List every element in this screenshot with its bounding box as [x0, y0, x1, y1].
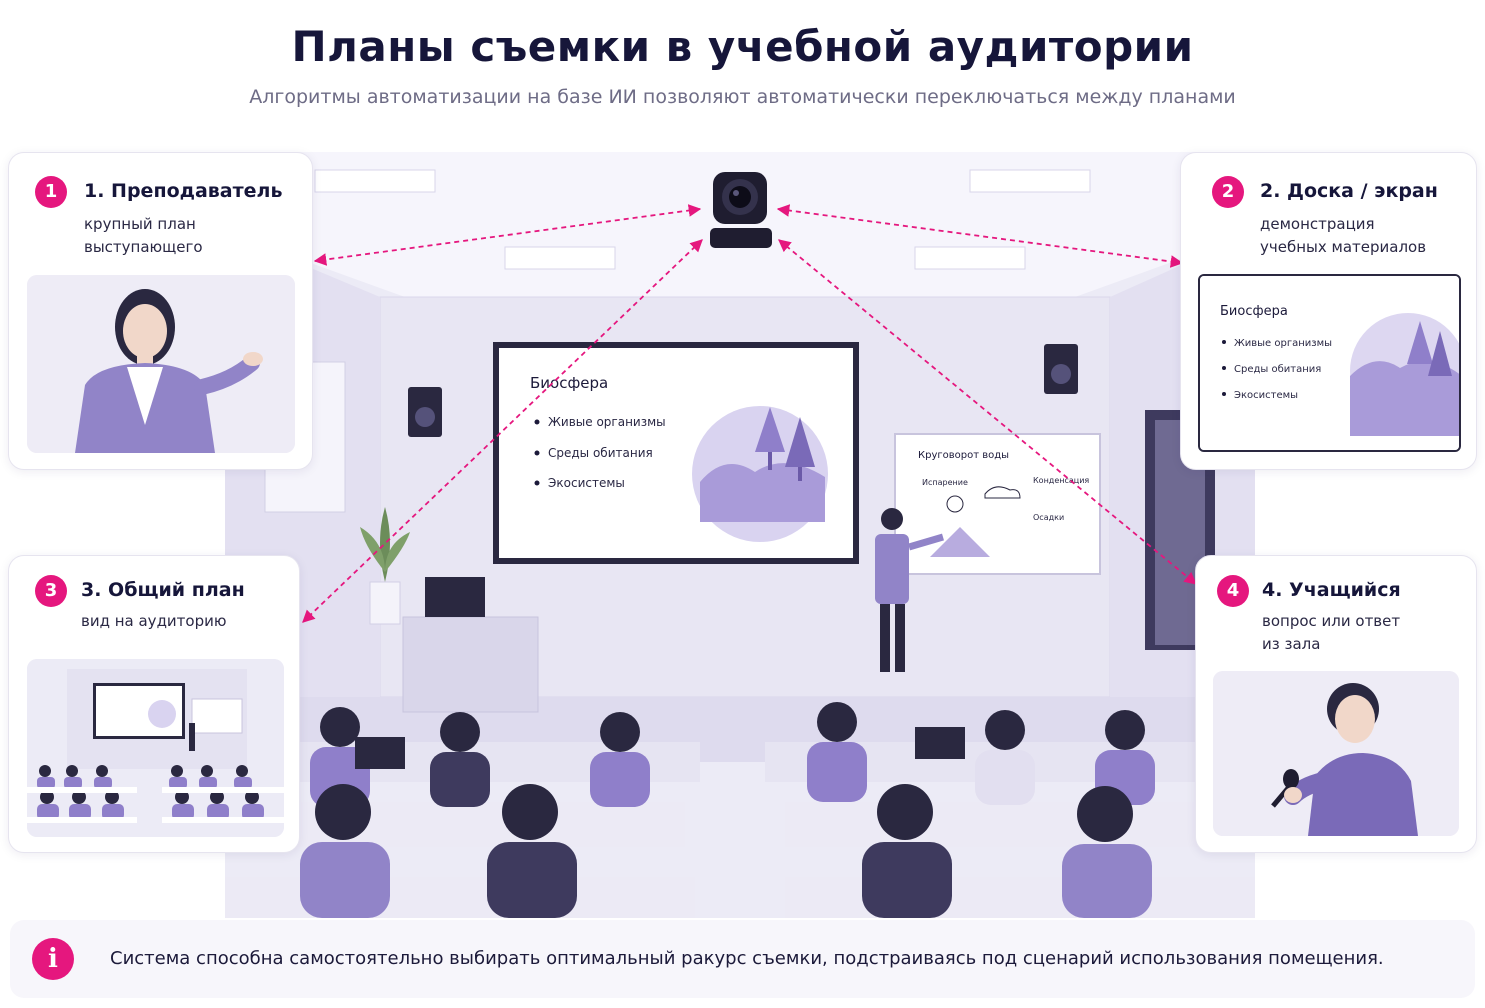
teacher-closeup-illustration — [27, 275, 295, 453]
whiteboard-label-condensation: Конденсация — [1033, 476, 1089, 485]
shot-number-badge: 1 — [35, 176, 67, 208]
shot-number-badge: 2 — [1212, 176, 1244, 208]
shot-description-line-1: демонстрация — [1260, 215, 1375, 233]
shot-card-overview[interactable]: 3 3. Общий план вид на аудиторию — [8, 555, 300, 853]
board-screen-thumbnail: Биосфера Живые организмы Среды обитания … — [1198, 274, 1461, 452]
board-bullet-2: Среды обитания — [1234, 364, 1321, 375]
whiteboard-label-precipitation: Осадки — [1033, 513, 1064, 522]
overview-thumbnail — [27, 659, 284, 837]
student-closeup-thumbnail — [1213, 671, 1459, 836]
slide-title: Биосфера — [530, 374, 608, 392]
slide-bullet-2: Среды обитания — [548, 446, 653, 460]
info-text: Система способна самостоятельно выбирать… — [110, 948, 1384, 969]
board-slide-illustration: Биосфера Живые организмы Среды обитания … — [1200, 276, 1459, 450]
classroom-illustration: Биосфера Живые организмы Среды обитания … — [225, 152, 1255, 918]
shot-number-badge: 4 — [1217, 575, 1249, 607]
classroom-scene: Биосфера Живые организмы Среды обитания … — [225, 152, 1255, 918]
board-bullet-3: Экосистемы — [1234, 390, 1298, 401]
shot-card-teacher[interactable]: 1 1. Преподаватель крупный план выступаю… — [8, 152, 313, 470]
shot-description: вопрос или ответ из зала — [1262, 610, 1462, 656]
board-bullet-1: Живые организмы — [1234, 338, 1332, 349]
shot-card-student[interactable]: 4 4. Учащийся вопрос или ответ из зала — [1195, 555, 1477, 853]
slide-bullet-1: Живые организмы — [548, 415, 666, 429]
page-subtitle: Алгоритмы автоматизации на базе ИИ позво… — [249, 86, 1236, 108]
whiteboard-title: Круговорот воды — [918, 450, 1009, 461]
slide-bullet-3: Экосистемы — [548, 476, 625, 490]
info-banner: i Система способна самостоятельно выбира… — [10, 920, 1475, 998]
board-slide-title: Биосфера — [1220, 304, 1288, 319]
shot-description: демонстрация учебных материалов — [1260, 213, 1460, 259]
shot-title: 2. Доска / экран — [1260, 180, 1438, 202]
shot-description-line-2: учебных материалов — [1260, 238, 1427, 256]
page-title: Планы съемки в учебной аудитории — [291, 22, 1194, 71]
whiteboard-label-evaporation: Испарение — [922, 478, 968, 487]
shot-description-line-1: вид на аудиторию — [81, 612, 227, 630]
shot-description: крупный план выступающего — [84, 213, 284, 259]
shot-title: 4. Учащийся — [1262, 579, 1401, 601]
shot-description-line-1: крупный план — [84, 215, 196, 233]
shot-title: 1. Преподаватель — [84, 180, 283, 202]
shot-description-line-2: выступающего — [84, 238, 203, 256]
student-closeup-illustration — [1213, 671, 1459, 836]
shot-description-line-1: вопрос или ответ — [1262, 612, 1401, 630]
shot-description: вид на аудиторию — [81, 610, 281, 633]
info-icon: i — [32, 938, 74, 980]
student-rows — [225, 702, 1255, 918]
overview-illustration — [27, 659, 284, 837]
shot-card-board[interactable]: 2 2. Доска / экран демонстрация учебных … — [1180, 152, 1477, 470]
globe-illustration — [692, 406, 828, 542]
shot-description-line-2: из зала — [1262, 635, 1321, 653]
shot-number-badge: 3 — [35, 575, 67, 607]
teacher-closeup-thumbnail — [27, 275, 295, 453]
shot-title: 3. Общий план — [81, 579, 245, 601]
